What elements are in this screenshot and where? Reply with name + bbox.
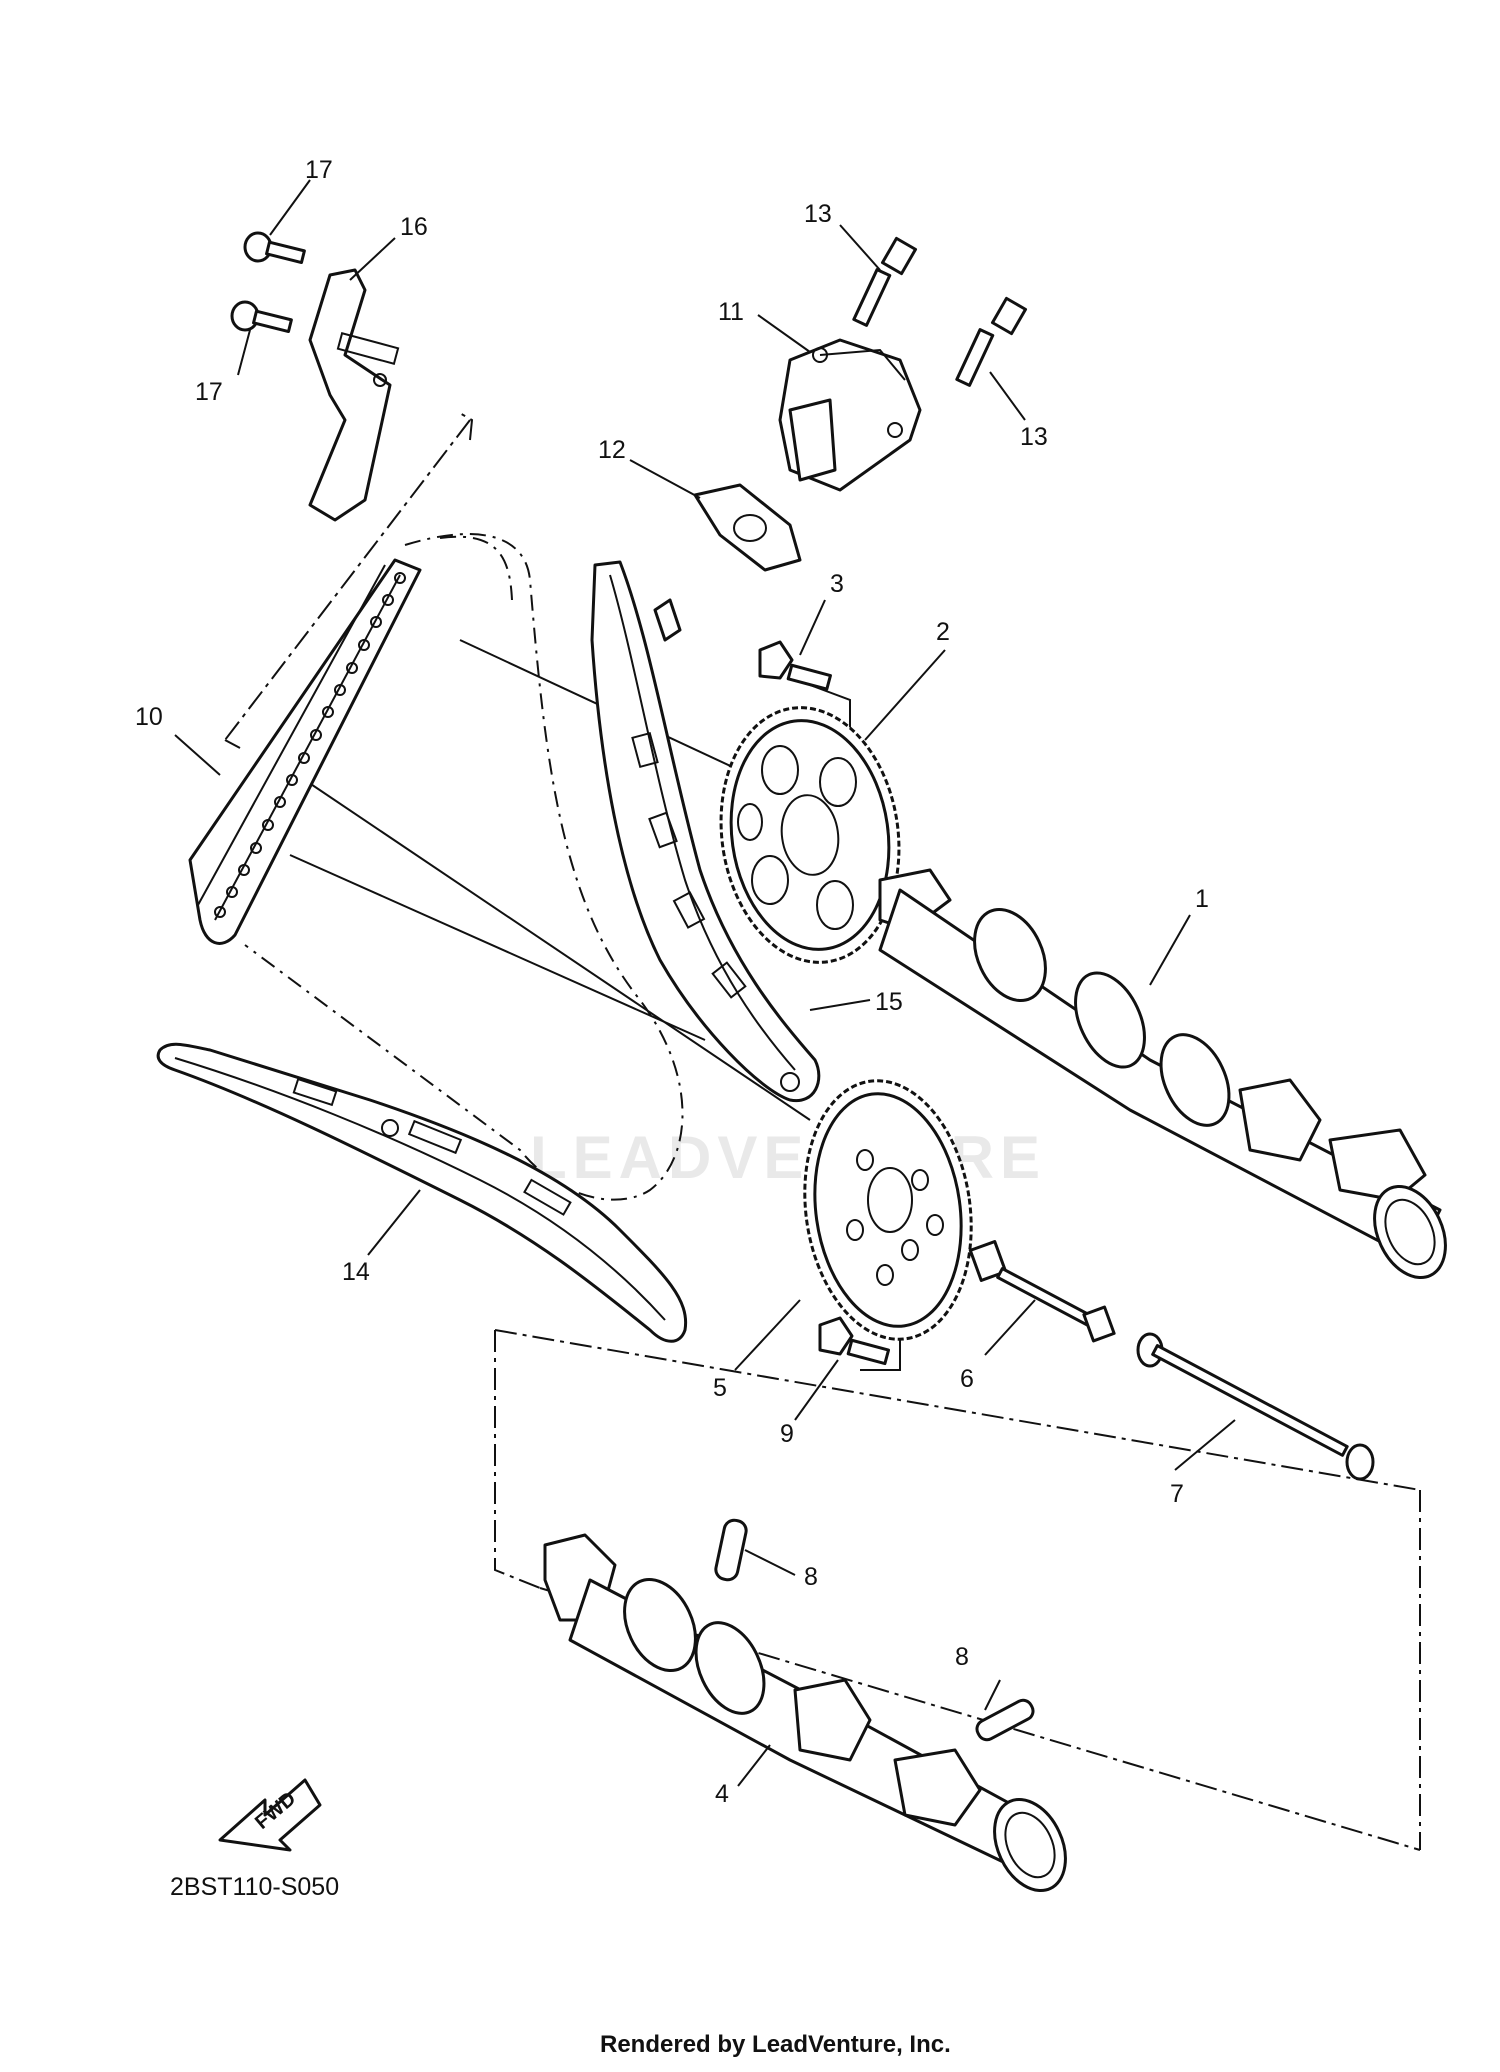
callout-10: 10 — [135, 703, 163, 731]
intake-cam-sprocket — [719, 706, 901, 964]
cam-chain-tensioner — [778, 338, 922, 492]
intake-camshaft — [878, 868, 1447, 1280]
dowel-pin-lower — [975, 1698, 1035, 1742]
callout-3: 3 — [830, 570, 844, 598]
callout-5: 5 — [713, 1374, 727, 1402]
callout-12: 12 — [598, 436, 626, 464]
callout-7: 7 — [1170, 1480, 1184, 1508]
drawing-code: 2BST110-S050 — [170, 1873, 339, 1901]
pin-shaft — [1136, 1332, 1375, 1481]
tensioner-bolt-lower — [955, 296, 1028, 387]
sprocket-bolt-lower — [818, 1316, 891, 1366]
callout-1: 1 — [1195, 885, 1209, 913]
tensioner-gasket — [693, 483, 802, 572]
callout-11: 11 — [718, 298, 744, 326]
callout-13-lower: 13 — [1020, 423, 1048, 451]
forward-arrow-icon: FWD — [218, 1778, 322, 1852]
chain-links — [214, 572, 406, 918]
callout-6: 6 — [960, 1365, 974, 1393]
sprocket-bolt-upper — [758, 640, 832, 691]
stopper-bolt-lower — [230, 300, 293, 334]
callout-labels: 1 2 3 4 5 6 7 8 8 9 10 11 12 13 13 14 15… — [135, 156, 1209, 1808]
tensioner-bolt-upper — [852, 236, 918, 327]
guide-stopper — [308, 268, 400, 522]
callout-8-lower: 8 — [955, 1643, 969, 1671]
callout-4: 4 — [715, 1780, 729, 1808]
watermark-text: LEADVENTURE — [530, 1124, 1046, 1191]
callout-13-upper: 13 — [804, 200, 832, 228]
callout-16: 16 — [400, 213, 428, 241]
chain-guide — [590, 560, 821, 1103]
exhaust-cam-sprocket — [803, 1079, 973, 1341]
callout-17-upper: 17 — [305, 156, 333, 184]
dowel-pin-upper — [714, 1518, 748, 1582]
callout-14: 14 — [342, 1258, 370, 1286]
footer-credit: Rendered by LeadVenture, Inc. — [600, 2031, 951, 2058]
callout-17-lower: 17 — [195, 378, 223, 406]
callout-2: 2 — [936, 618, 950, 646]
timing-chain — [188, 558, 422, 945]
callout-15: 15 — [875, 988, 903, 1016]
callout-8-upper: 8 — [804, 1563, 818, 1591]
stopper-bolt-upper — [243, 231, 306, 265]
exhaust-camshaft — [543, 1533, 1067, 1893]
tensioner-guide — [156, 1042, 688, 1343]
leader-lines — [174, 179, 1236, 1787]
decompression-shaft — [968, 1240, 1116, 1343]
callout-9: 9 — [780, 1420, 794, 1448]
